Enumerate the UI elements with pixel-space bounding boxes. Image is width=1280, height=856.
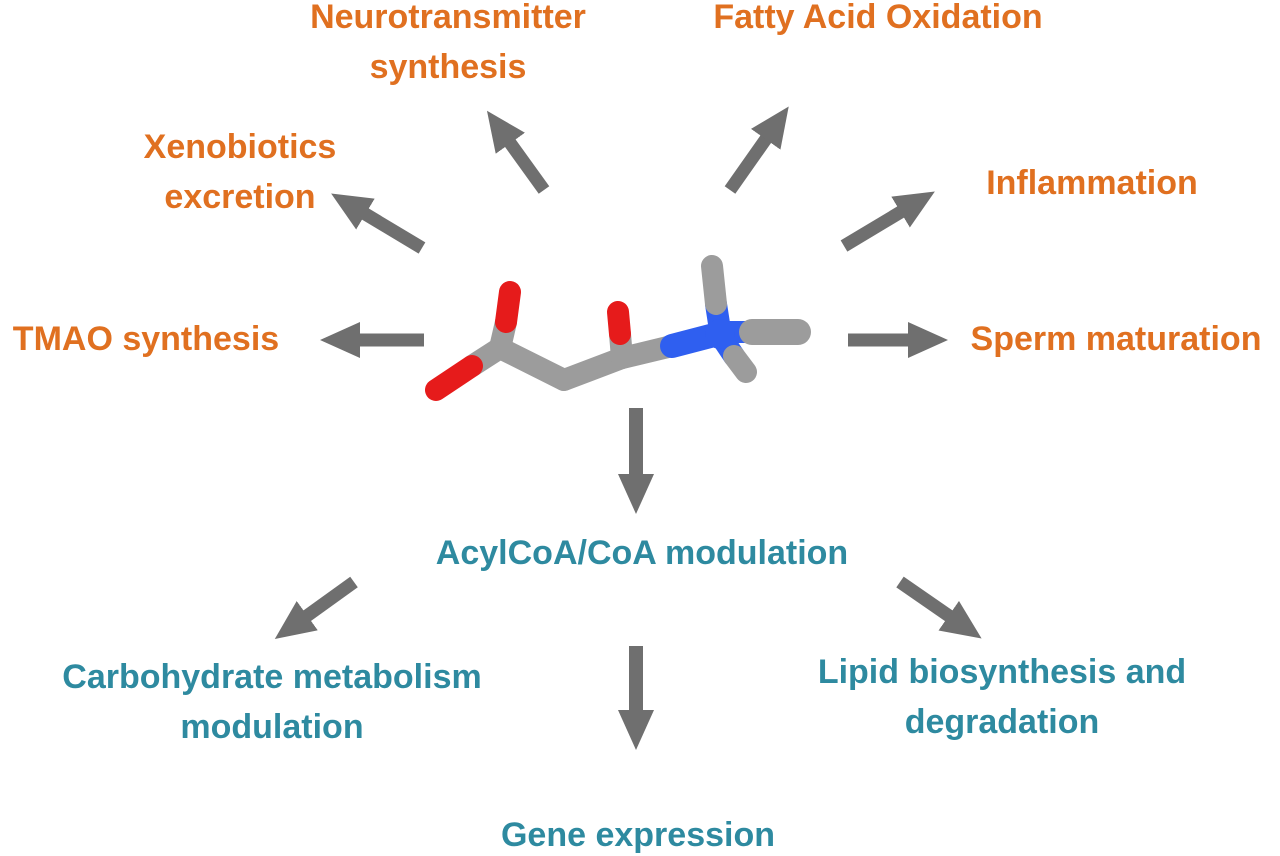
label-line: synthesis <box>370 48 527 86</box>
label-fatty-acid-oxidation: Fatty Acid Oxidation <box>713 0 1042 36</box>
label-tmao-synthesis: TMAO synthesis <box>13 320 279 358</box>
bond-n-methyl-bottom-c <box>723 345 757 383</box>
carnitine-molecule <box>425 255 811 401</box>
bond-c1-o1-oxygen <box>495 281 521 333</box>
label-line: Sperm maturation <box>971 320 1262 358</box>
label-acylcoa-modulation: AcylCoA/CoA modulation <box>436 534 848 572</box>
label-line: Gene expression <box>501 816 775 854</box>
bond-n-methyl-top-c <box>701 255 727 315</box>
label-line: Xenobiotics <box>144 128 337 166</box>
label-xenobiotics: Xenobiotics excretion <box>144 128 337 216</box>
label-line: Neurotransmitter <box>310 0 586 36</box>
bond-c1-o2-oxygen <box>425 355 483 401</box>
label-inflammation: Inflammation <box>986 164 1198 202</box>
nitrogen-atom <box>705 319 735 349</box>
label-line: excretion <box>164 178 315 216</box>
bond-c3-o3-oxygen <box>607 301 631 345</box>
arrow-to-neurotransmitter <box>486 110 550 194</box>
label-lipid-biosynthesis: Lipid biosynthesis and degradation <box>818 653 1186 741</box>
label-carbohydrate-metabolism: Carbohydrate metabolism modulation <box>62 658 481 746</box>
label-line: AcylCoA/CoA modulation <box>436 534 848 572</box>
label-line: modulation <box>180 708 363 746</box>
label-neurotransmitter: Neurotransmitter synthesis <box>310 0 586 86</box>
arrow-to-lipid <box>896 576 982 639</box>
label-gene-expression: Gene expression <box>501 816 775 854</box>
arrow-to-fatty-acid <box>724 106 789 194</box>
label-line: Inflammation <box>986 164 1198 202</box>
arrow-to-carbohydrate <box>274 576 358 640</box>
label-line: Fatty Acid Oxidation <box>713 0 1042 36</box>
label-sperm-maturation: Sperm maturation <box>971 320 1262 358</box>
label-line: degradation <box>905 703 1100 741</box>
arrows <box>274 106 982 750</box>
arrow-to-xenobiotics <box>331 193 426 254</box>
label-line: Lipid biosynthesis and <box>818 653 1186 691</box>
arrow-to-inflammation <box>840 191 935 252</box>
label-line: Carbohydrate metabolism <box>62 658 481 696</box>
bond-c1-c2 <box>489 337 575 391</box>
label-line: TMAO synthesis <box>13 320 279 358</box>
